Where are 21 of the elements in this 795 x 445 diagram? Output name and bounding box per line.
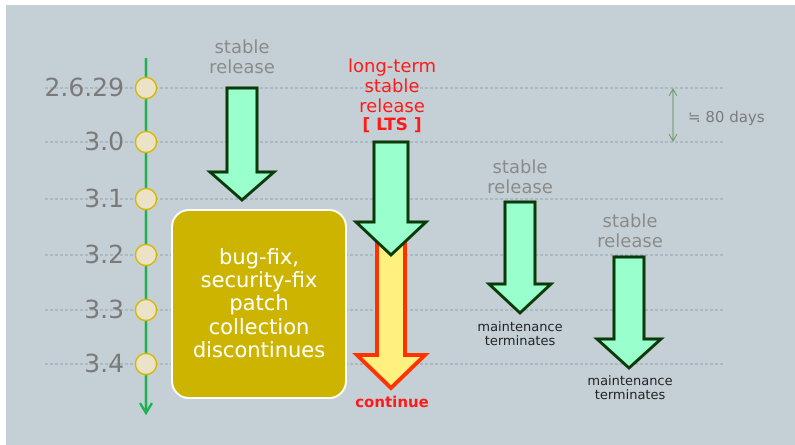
status-label: maintenance terminates (476, 320, 564, 350)
note-box (171, 209, 347, 399)
block-arrow (206, 86, 278, 202)
version-label: 3.1 (84, 186, 124, 211)
status-label: maintenance terminates (586, 374, 674, 404)
release-label: stable release (486, 158, 554, 198)
block-arrow (352, 140, 430, 258)
version-label: 2.6.29 (44, 75, 124, 100)
note-text: bug-fix, security-fix patch collection discontinues (192, 246, 326, 362)
version-label: 3.3 (84, 297, 124, 322)
version-label: 3.2 (84, 242, 124, 267)
release-label: stable release (208, 38, 276, 78)
version-label: 3.4 (84, 351, 124, 376)
status-label: continue (355, 394, 429, 410)
block-arrow (593, 256, 665, 370)
interval-label: ≒ 80 days (688, 110, 765, 125)
block-arrow (485, 200, 555, 316)
lts-release-label: [ LTS ] (362, 116, 422, 136)
release-label: stable release (596, 212, 664, 252)
lts-release-label: long-term stable release (346, 56, 438, 116)
version-label: 3.0 (84, 129, 124, 154)
